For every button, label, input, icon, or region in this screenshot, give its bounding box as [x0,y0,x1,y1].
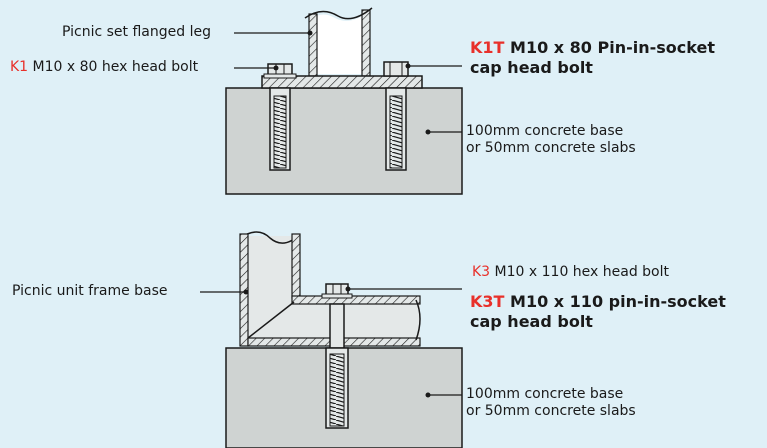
flanged-leg-text: Picnic set flanged leg [62,24,211,40]
label-flanged-leg: Picnic set flanged leg [62,24,211,41]
k1-code: K1 [10,59,29,75]
bottom-k3-bolt [321,283,353,429]
bottom-base-line1: 100mm concrete base [466,386,624,402]
k3t-text-line1: M10 x 110 pin-in-socket [504,292,726,311]
label-k3t-bolt: K3T M10 x 110 pin-in-socket cap head bol… [470,292,726,332]
k3-text: M10 x 110 hex head bolt [490,264,670,280]
top-k1t-cap-bolt [383,61,409,171]
label-frame-base: Picnic unit frame base [12,283,168,300]
label-k3-bolt: K3 M10 x 110 hex head bolt [472,264,669,281]
label-top-concrete: 100mm concrete base or 50mm concrete sla… [466,123,636,157]
top-base-line1: 100mm concrete base [466,123,624,139]
bottom-base-line2: or 50mm concrete slabs [466,403,636,419]
k1t-text-line2: cap head bolt [470,58,593,77]
top-base-line2: or 50mm concrete slabs [466,140,636,156]
k3-code: K3 [472,264,491,280]
label-k1t-bolt: K1T M10 x 80 Pin-in-socket cap head bolt [470,38,715,78]
k3t-text-line2: cap head bolt [470,312,593,331]
k1-text: M10 x 80 hex head bolt [28,59,199,75]
k3t-code: K3T [470,292,505,311]
label-k1-bolt: K1 M10 x 80 hex head bolt [10,59,198,76]
k1t-code: K1T [470,38,505,57]
top-flange-plate [261,75,423,89]
top-assembly [225,7,463,195]
bottom-assembly [200,231,463,448]
label-bottom-concrete: 100mm concrete base or 50mm concrete sla… [466,386,636,420]
top-concrete-base [225,87,463,195]
top-flanged-leg [304,7,373,77]
k1t-text-line1: M10 x 80 Pin-in-socket [504,38,715,57]
frame-base-text: Picnic unit frame base [12,283,168,299]
